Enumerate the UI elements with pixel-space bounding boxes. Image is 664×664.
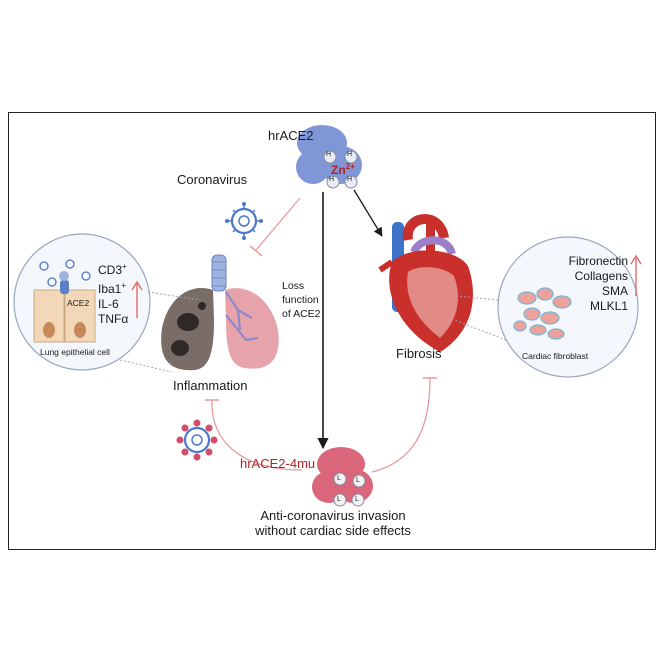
arrow-to-heart: [353, 189, 383, 237]
heart-marker-fibronectin: Fibronectin: [568, 254, 628, 268]
h-label: H: [347, 176, 353, 183]
hrace2-4mu-protein-icon: [312, 447, 373, 507]
l-label: L: [356, 477, 360, 484]
heart-increase-arrow-icon: [630, 254, 642, 296]
cardiac-fibroblast-label: Cardiac fibroblast: [522, 351, 589, 361]
lung-marker-il6: IL-6: [98, 297, 119, 311]
fibrosis-label: Fibrosis: [396, 346, 442, 361]
h-label: H: [329, 176, 335, 183]
lung-marker-cd3: CD3+: [98, 262, 127, 277]
inflammation-label: Inflammation: [173, 378, 248, 393]
heart-marker-collagens: Collagens: [574, 269, 628, 283]
hrace2-label: hrACE2: [268, 128, 314, 143]
h-label: H: [326, 151, 332, 158]
lung-marker-list: CD3+ Iba1+ IL-6 TNFα: [98, 259, 128, 327]
lung-increase-arrow-icon: [131, 280, 143, 318]
inhibition-to-lung: [249, 197, 301, 257]
cardiac-fibroblast-zoom: [453, 236, 639, 378]
lung-epithelial-zoom: [13, 233, 201, 373]
heart-marker-sma: SMA: [601, 284, 628, 298]
heart-icon: [378, 214, 473, 352]
hrace2-protein-icon: [296, 125, 362, 189]
coronavirus-icon: [225, 202, 263, 240]
loss-function-label: Loss function of ACE2: [282, 280, 321, 320]
l-label: L: [337, 496, 341, 503]
outcome-label: Anti-coronavirus invasion without cardia…: [255, 508, 411, 538]
l-label: L: [337, 475, 341, 482]
heart-marker-mlkl1: MLKL1: [589, 299, 628, 313]
lung-marker-iba1: Iba1+: [98, 281, 127, 296]
figure-frame: [8, 112, 656, 550]
zinc-label: Zn2+: [331, 162, 355, 177]
bound-coronavirus-icon: [176, 419, 218, 461]
heart-marker-list: Fibronectin Collagens SMA MLKL1: [552, 254, 628, 314]
hrace2-4mu-label: hrACE2-4mu: [240, 456, 316, 471]
coronavirus-label: Coronavirus: [177, 172, 248, 187]
lung-epithelial-cell-label: Lung epithelial cell: [40, 347, 110, 357]
h-label: H: [347, 151, 353, 158]
lung-marker-tnfa: TNFα: [98, 312, 129, 326]
ace2-label: ACE2: [67, 298, 90, 308]
inhibition-to-inflammation: [211, 399, 303, 471]
inhibition-to-fibrosis: [371, 377, 431, 473]
lungs-icon: [161, 254, 279, 371]
l-label: L: [355, 496, 359, 503]
